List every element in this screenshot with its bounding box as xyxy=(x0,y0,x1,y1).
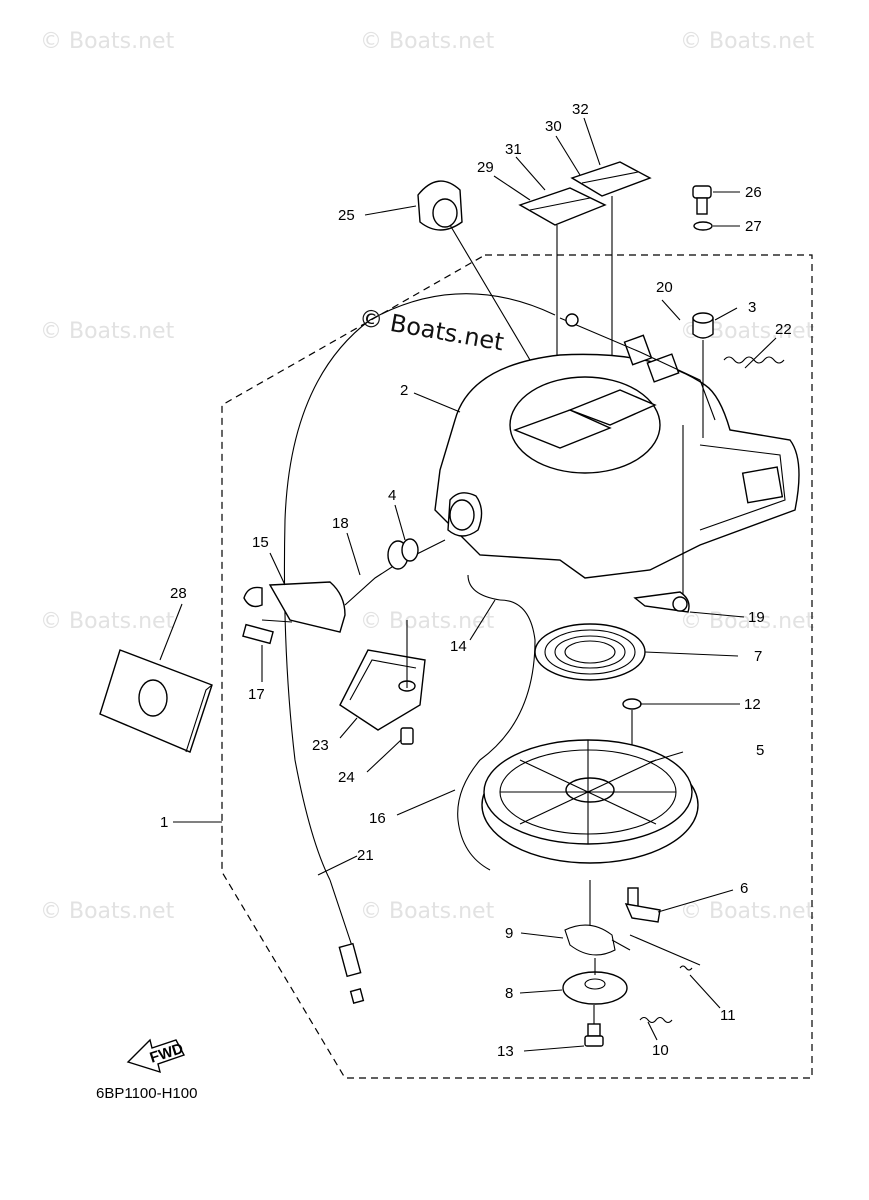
callout-15: 15 xyxy=(252,534,269,551)
callout-25: 25 xyxy=(338,207,355,224)
callout-7: 7 xyxy=(754,648,762,665)
callout-31: 31 xyxy=(505,141,522,158)
callout-27: 27 xyxy=(745,218,762,235)
bracket-23 xyxy=(339,620,426,745)
callout-18: 18 xyxy=(332,515,349,532)
callout-28: 28 xyxy=(170,585,187,602)
callout-3: 3 xyxy=(748,299,756,316)
callout-10: 10 xyxy=(652,1042,669,1059)
callout-24: 24 xyxy=(338,769,355,786)
callout-12: 12 xyxy=(744,696,761,713)
callout-21: 21 xyxy=(357,847,374,864)
callout-4: 4 xyxy=(388,487,396,504)
callout-5: 5 xyxy=(756,742,764,759)
starter-case-2 xyxy=(434,353,800,579)
drum-5 xyxy=(481,739,699,864)
svg-text:© Boats.net: © Boats.net xyxy=(360,29,495,54)
svg-text:© Boats.net: © Boats.net xyxy=(680,899,815,924)
callouts: 1 2 3 4 5 6 7 8 9 10 11 12 13 14 15 16 1… xyxy=(160,101,792,1060)
callout-19: 19 xyxy=(748,609,765,626)
handle-assembly xyxy=(242,538,446,645)
svg-text:© Boats.net: © Boats.net xyxy=(40,899,175,924)
svg-text:© Boats.net: © Boats.net xyxy=(360,899,495,924)
callout-22: 22 xyxy=(775,321,792,338)
svg-text:© Boats.net: © Boats.net xyxy=(360,609,495,634)
callout-2: 2 xyxy=(400,382,408,399)
callout-17: 17 xyxy=(248,686,265,703)
bolt-12 xyxy=(622,698,642,775)
svg-text:© Boats.net: © Boats.net xyxy=(40,609,175,634)
spiral-spring-7 xyxy=(534,623,646,681)
callout-11: 11 xyxy=(720,1007,736,1024)
cover-28 xyxy=(99,649,213,753)
callout-13: 13 xyxy=(497,1043,514,1060)
callout-32: 32 xyxy=(572,101,589,118)
pawl-and-springs xyxy=(562,880,701,1047)
callout-6: 6 xyxy=(740,880,748,897)
callout-29: 29 xyxy=(477,159,494,176)
grommet-25 xyxy=(417,180,531,361)
bolt-26-washer-27 xyxy=(692,185,713,231)
callout-20: 20 xyxy=(656,279,673,296)
assembly-boundary xyxy=(221,254,813,1079)
lever-parts xyxy=(559,312,785,613)
watermark-main: © Boats.net xyxy=(357,303,506,356)
leader-lines xyxy=(159,117,777,1052)
diagram-code: 6BP1100-H100 xyxy=(96,1085,197,1102)
callout-26: 26 xyxy=(745,184,762,201)
callout-16: 16 xyxy=(369,810,386,827)
callout-30: 30 xyxy=(545,118,562,135)
starter-cable xyxy=(283,293,556,1004)
svg-text:© Boats.net: © Boats.net xyxy=(40,29,175,54)
callout-8: 8 xyxy=(505,985,513,1002)
svg-text:© Boats.net: © Boats.net xyxy=(680,29,815,54)
fwd-arrow-icon: FWD xyxy=(126,1038,186,1074)
callout-1: 1 xyxy=(160,814,168,831)
svg-text:© Boats.net: © Boats.net xyxy=(40,319,175,344)
callout-9: 9 xyxy=(505,925,513,942)
callout-14: 14 xyxy=(450,638,467,655)
svg-text:FWD: FWD xyxy=(148,1040,186,1067)
callout-23: 23 xyxy=(312,737,329,754)
